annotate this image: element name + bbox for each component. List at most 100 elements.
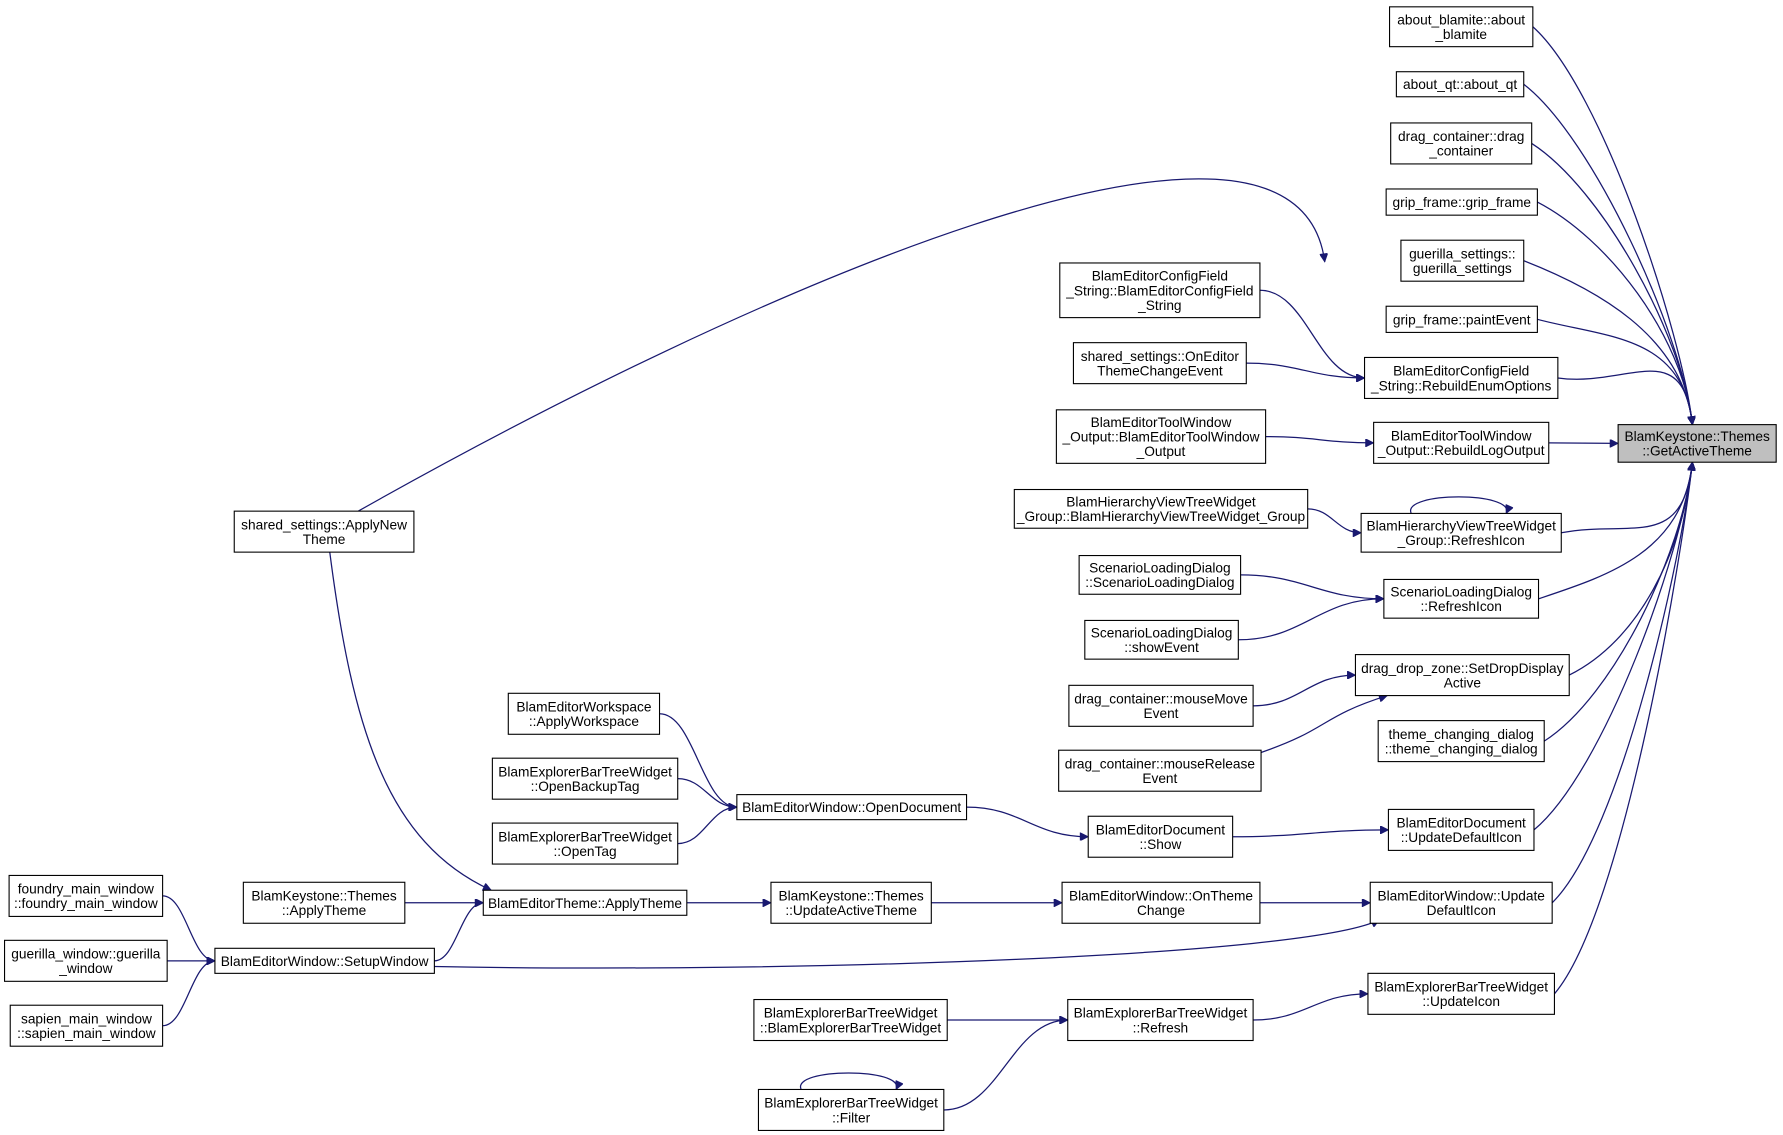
node-label-line: BlamEditorWindow::Update xyxy=(1378,888,1545,903)
node-label-line: BlamEditorConfigField xyxy=(1092,269,1228,284)
node-grip-frame-ctor[interactable]: grip_frame::grip_frame xyxy=(1385,188,1538,216)
node-label-line: _Output::BlamEditorToolWindow xyxy=(1061,430,1259,445)
node-open-backup-tag[interactable]: BlamExplorerBarTreeWidget::OpenBackupTag xyxy=(491,757,679,800)
node-label-line: ::sapien_main_window xyxy=(17,1026,156,1041)
edge-hierarchy-refresh-to-hierarchy-refresh xyxy=(1410,496,1507,514)
node-label-line: ThemeChangeEvent xyxy=(1097,363,1223,378)
node-box xyxy=(770,881,932,924)
node-label-line: ::ScenarioLoadingDialog xyxy=(1085,575,1234,590)
node-box xyxy=(507,692,661,735)
node-label-line: shared_settings::OnEditor xyxy=(1081,349,1240,364)
node-update-active-theme[interactable]: BlamKeystone::Themes::UpdateActiveTheme xyxy=(770,881,932,924)
edge-explorer-update-icon-to-root xyxy=(1553,462,1692,995)
node-open-document[interactable]: BlamEditorWindow::OpenDocument xyxy=(736,794,968,821)
node-label-line: Event xyxy=(1142,771,1177,786)
node-label-line: ::OpenTag xyxy=(553,844,616,859)
node-scenario-refresh[interactable]: ScenarioLoadingDialog::RefreshIcon xyxy=(1383,578,1540,619)
node-label-line: ::foundry_main_window xyxy=(14,896,158,911)
node-label-line: Change xyxy=(1137,903,1185,918)
node-shared-theme-change[interactable]: shared_settings::OnEditorThemeChangeEven… xyxy=(1072,342,1247,385)
node-label-line: BlamExplorerBarTreeWidget xyxy=(764,1006,938,1021)
node-hierarchy-ctor[interactable]: BlamHierarchyViewTreeWidget_Group::BlamH… xyxy=(1013,488,1309,529)
node-box xyxy=(1373,421,1550,464)
node-scenario-ctor[interactable]: ScenarioLoadingDialog::ScenarioLoadingDi… xyxy=(1078,554,1242,595)
node-label-line: BlamExplorerBarTreeWidget xyxy=(1374,980,1548,995)
node-label-line: _String xyxy=(1137,298,1181,313)
node-guerilla-window[interactable]: guerilla_window::guerilla_window xyxy=(3,939,168,982)
edge-mouse-release-to-set-drop-display xyxy=(1260,696,1387,754)
node-rebuild-enum[interactable]: BlamEditorConfigField_String::RebuildEnu… xyxy=(1363,356,1559,399)
node-about-blamite[interactable]: about_blamite::about_blamite xyxy=(1389,6,1534,48)
node-open-tag[interactable]: BlamExplorerBarTreeWidget::OpenTag xyxy=(491,822,679,865)
node-explorer-update-icon[interactable]: BlamExplorerBarTreeWidget::UpdateIcon xyxy=(1367,972,1555,1015)
node-box xyxy=(1389,6,1534,48)
edge-explorer-filter-to-explorer-refresh xyxy=(943,1020,1068,1111)
node-apply-workspace[interactable]: BlamEditorWorkspace::ApplyWorkspace xyxy=(507,692,661,735)
edge-config-field-ctor-to-rebuild-enum xyxy=(1259,289,1365,378)
node-doc-show[interactable]: BlamEditorDocument::Show xyxy=(1087,815,1234,858)
node-root[interactable]: BlamKeystone::Themes::GetActiveTheme xyxy=(1617,424,1777,463)
node-drag-container-ctor[interactable]: drag_container::drag_container xyxy=(1390,122,1533,165)
node-config-field-ctor[interactable]: BlamEditorConfigField_String::BlamEditor… xyxy=(1059,262,1261,319)
node-themes-apply[interactable]: BlamKeystone::Themes::ApplyTheme xyxy=(242,881,406,924)
edge-setup-window-to-window-update-icon xyxy=(434,919,1379,969)
edge-hierarchy-ctor-to-hierarchy-refresh xyxy=(1307,508,1361,533)
node-label-line: BlamKeystone::Themes xyxy=(251,888,396,903)
edge-window-update-icon-to-root xyxy=(1551,462,1692,904)
node-box xyxy=(1061,881,1261,924)
node-box xyxy=(1367,972,1555,1015)
node-guerilla-settings[interactable]: guerilla_settings::guerilla_settings xyxy=(1400,239,1525,282)
node-box xyxy=(1058,749,1262,792)
node-sapien[interactable]: sapien_main_window::sapien_main_window xyxy=(9,1004,164,1047)
node-label-line: _Output xyxy=(1136,444,1186,459)
node-label-line: grip_frame::paintEvent xyxy=(1393,312,1531,327)
node-scenario-show[interactable]: ScenarioLoadingDialog::showEvent xyxy=(1084,619,1239,660)
node-box xyxy=(3,939,168,982)
node-about-qt[interactable]: about_qt::about_qt xyxy=(1395,71,1525,98)
node-window-update-icon[interactable]: BlamEditorWindow::UpdateDefaultIcon xyxy=(1369,881,1553,924)
node-label-line: ::UpdateDefaultIcon xyxy=(1401,830,1522,845)
node-box xyxy=(1360,512,1562,553)
node-box xyxy=(1385,305,1538,333)
node-theme-changing-dialog[interactable]: theme_changing_dialog::theme_changing_di… xyxy=(1377,720,1545,763)
node-box xyxy=(1087,815,1234,858)
node-box xyxy=(1068,684,1254,727)
edge-explorer-refresh-to-explorer-update-icon xyxy=(1253,994,1368,1021)
node-label-line: guerilla_settings:: xyxy=(1409,246,1516,261)
node-grip-frame-paint[interactable]: grip_frame::paintEvent xyxy=(1385,305,1538,333)
node-label-line: guerilla_window::guerilla xyxy=(11,947,161,962)
node-label-line: BlamEditorDocument xyxy=(1096,822,1226,837)
node-box xyxy=(736,794,968,821)
node-setup-window[interactable]: BlamEditorWindow::SetupWindow xyxy=(214,947,435,974)
node-label-line: BlamHierarchyViewTreeWidget xyxy=(1366,518,1556,533)
edge-open-document-to-doc-show xyxy=(966,806,1089,837)
node-box xyxy=(1395,71,1525,98)
node-label-line: Event xyxy=(1143,706,1178,721)
edge-grip-frame-ctor-to-root xyxy=(1537,201,1692,425)
node-box xyxy=(1354,654,1570,697)
node-label-line: ScenarioLoadingDialog xyxy=(1089,561,1231,576)
node-foundry[interactable]: foundry_main_window::foundry_main_window xyxy=(8,874,164,917)
node-explorer-refresh[interactable]: BlamExplorerBarTreeWidget::Refresh xyxy=(1067,998,1254,1042)
edge-open-tag-to-open-document xyxy=(677,807,737,845)
node-box xyxy=(753,998,948,1042)
node-rebuild-log[interactable]: BlamEditorToolWindow_Output::RebuildLogO… xyxy=(1373,421,1550,464)
node-label-line: ::ApplyTheme xyxy=(282,903,366,918)
node-doc-update-icon[interactable]: BlamEditorDocument::UpdateDefaultIcon xyxy=(1387,808,1535,851)
node-apply-theme[interactable]: BlamEditorTheme::ApplyTheme xyxy=(482,889,688,916)
edge-doc-show-to-doc-update-icon xyxy=(1232,830,1389,838)
node-label-line: ::Filter xyxy=(832,1110,870,1125)
node-box xyxy=(1385,188,1538,216)
node-hierarchy-refresh[interactable]: BlamHierarchyViewTreeWidget_Group::Refre… xyxy=(1360,512,1562,553)
node-label-line: _window xyxy=(58,961,112,976)
edges-layer xyxy=(162,26,1693,1111)
node-tool-window-ctor[interactable]: BlamEditorToolWindow_Output::BlamEditorT… xyxy=(1055,409,1267,464)
node-explorer-ctor[interactable]: BlamExplorerBarTreeWidget::BlamExplorerB… xyxy=(753,998,948,1042)
edge-scenario-show-to-scenario-refresh xyxy=(1238,599,1384,641)
node-explorer-filter[interactable]: BlamExplorerBarTreeWidget::Filter xyxy=(757,1088,945,1131)
